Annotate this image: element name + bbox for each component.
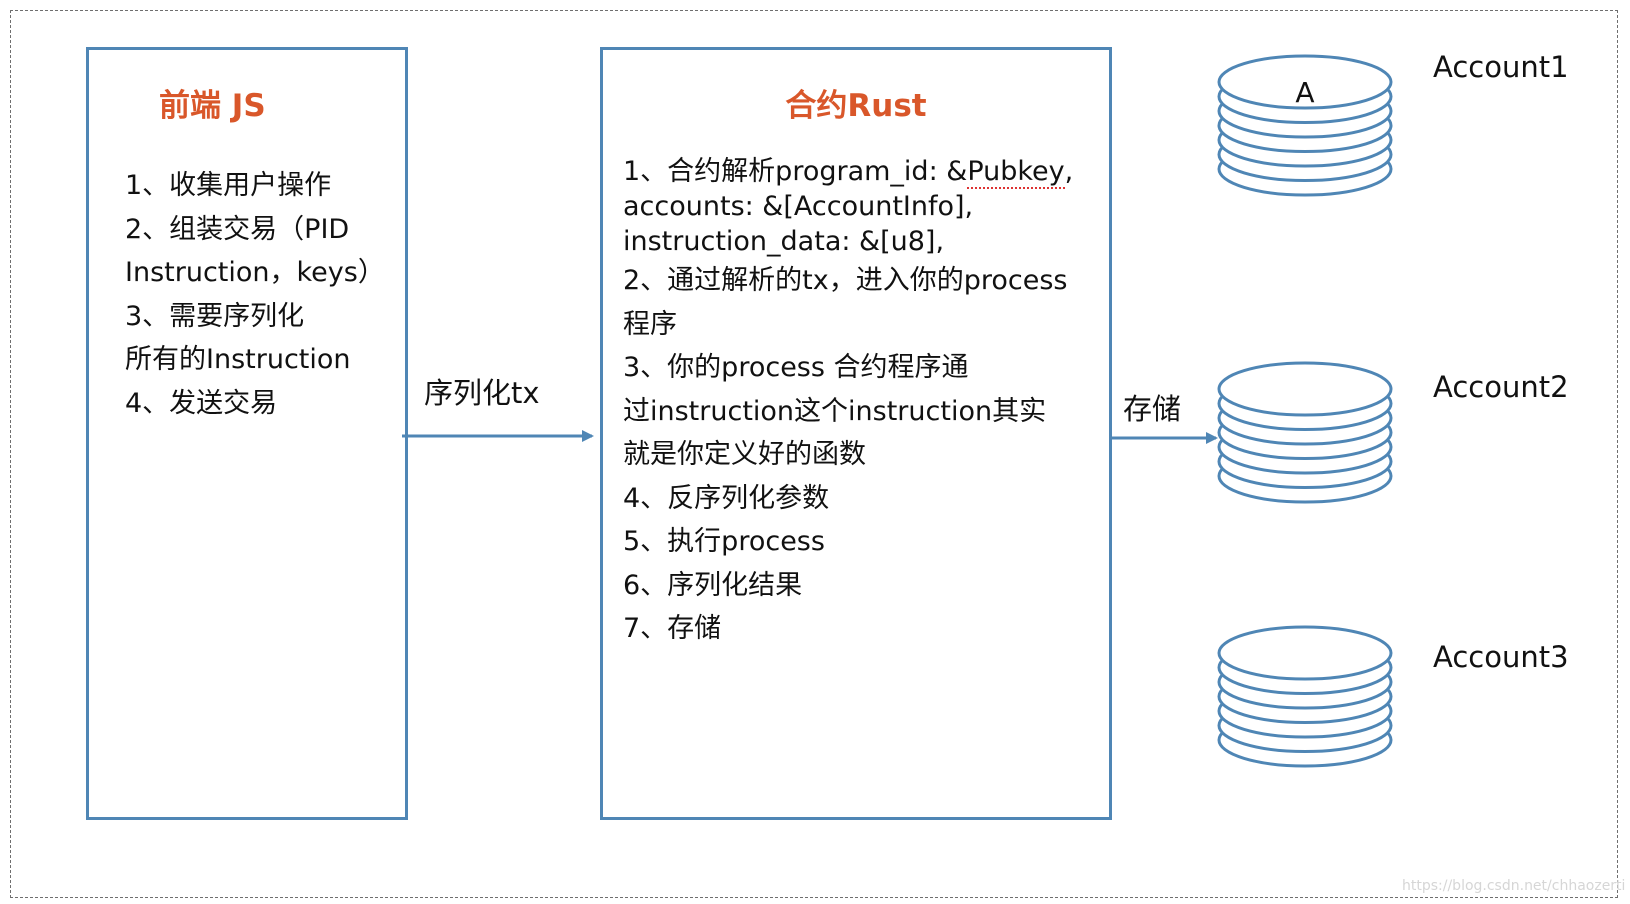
- contract-steps-list: 1、合约解析program_id: &Pubkey, accounts: &[A…: [623, 154, 1123, 651]
- outer-dashed-frame: [10, 10, 1618, 898]
- frontend-step: 所有的Instruction: [125, 344, 351, 375]
- store-label: 存储: [1123, 392, 1182, 426]
- contract-step: 3、你的process 合约程序通: [623, 352, 969, 383]
- contract-step-1-prefix: 1、合约解析program_id: &: [623, 156, 968, 187]
- account3-label: Account3: [1433, 640, 1569, 674]
- contract-step-1-suffix: ,: [1064, 156, 1074, 187]
- contract-step-1: 1、合约解析program_id: &Pubkey, accounts: &[A…: [623, 154, 1123, 259]
- contract-step-1-line-1: 1、合约解析program_id: &Pubkey,: [623, 154, 1123, 189]
- contract-step: 4、反序列化参数: [623, 482, 830, 514]
- frontend-step: Instruction，keys）: [125, 257, 385, 288]
- contract-step: 7、存储: [623, 613, 722, 644]
- frontend-step: 1、收集用户操作: [125, 170, 332, 201]
- contract-step: 就是你定义好的函数: [623, 439, 866, 470]
- frontend-step: 3、需要序列化: [125, 300, 305, 332]
- account2-label: Account2: [1433, 370, 1569, 404]
- contract-step: 6、序列化结果: [623, 569, 803, 601]
- serialize-tx-label: 序列化tx: [424, 376, 540, 410]
- contract-step: 程序: [623, 308, 677, 340]
- contract-rust-title: 合约Rust: [785, 88, 927, 124]
- frontend-js-title: 前端 JS: [159, 88, 266, 124]
- frontend-js-box: 前端 JS 1、收集用户操作 2、组装交易（PID Instruction，ke…: [86, 47, 408, 820]
- frontend-steps-list: 1、收集用户操作 2、组装交易（PID Instruction，keys） 3、…: [125, 164, 405, 425]
- contract-step-1-line-2: accounts: &[AccountInfo],: [623, 191, 974, 222]
- account1-label: Account1: [1433, 50, 1569, 84]
- contract-step: 5、执行process: [623, 526, 825, 557]
- contract-step: 过instruction这个instruction其实: [623, 395, 1047, 427]
- watermark: https://blog.csdn.net/chhaozerti: [1402, 878, 1626, 894]
- frontend-step: 2、组装交易（PID: [125, 213, 350, 245]
- frontend-step: 4、发送交易: [125, 387, 278, 419]
- contract-rust-box: 合约Rust 1、合约解析program_id: &Pubkey, accoun…: [600, 47, 1112, 820]
- contract-step-1-line-3: instruction_data: &[u8],: [623, 226, 945, 257]
- pubkey-spellcheck-underline: Pubkey: [967, 156, 1065, 189]
- contract-step: 2、通过解析的tx，进入你的process: [623, 265, 1068, 296]
